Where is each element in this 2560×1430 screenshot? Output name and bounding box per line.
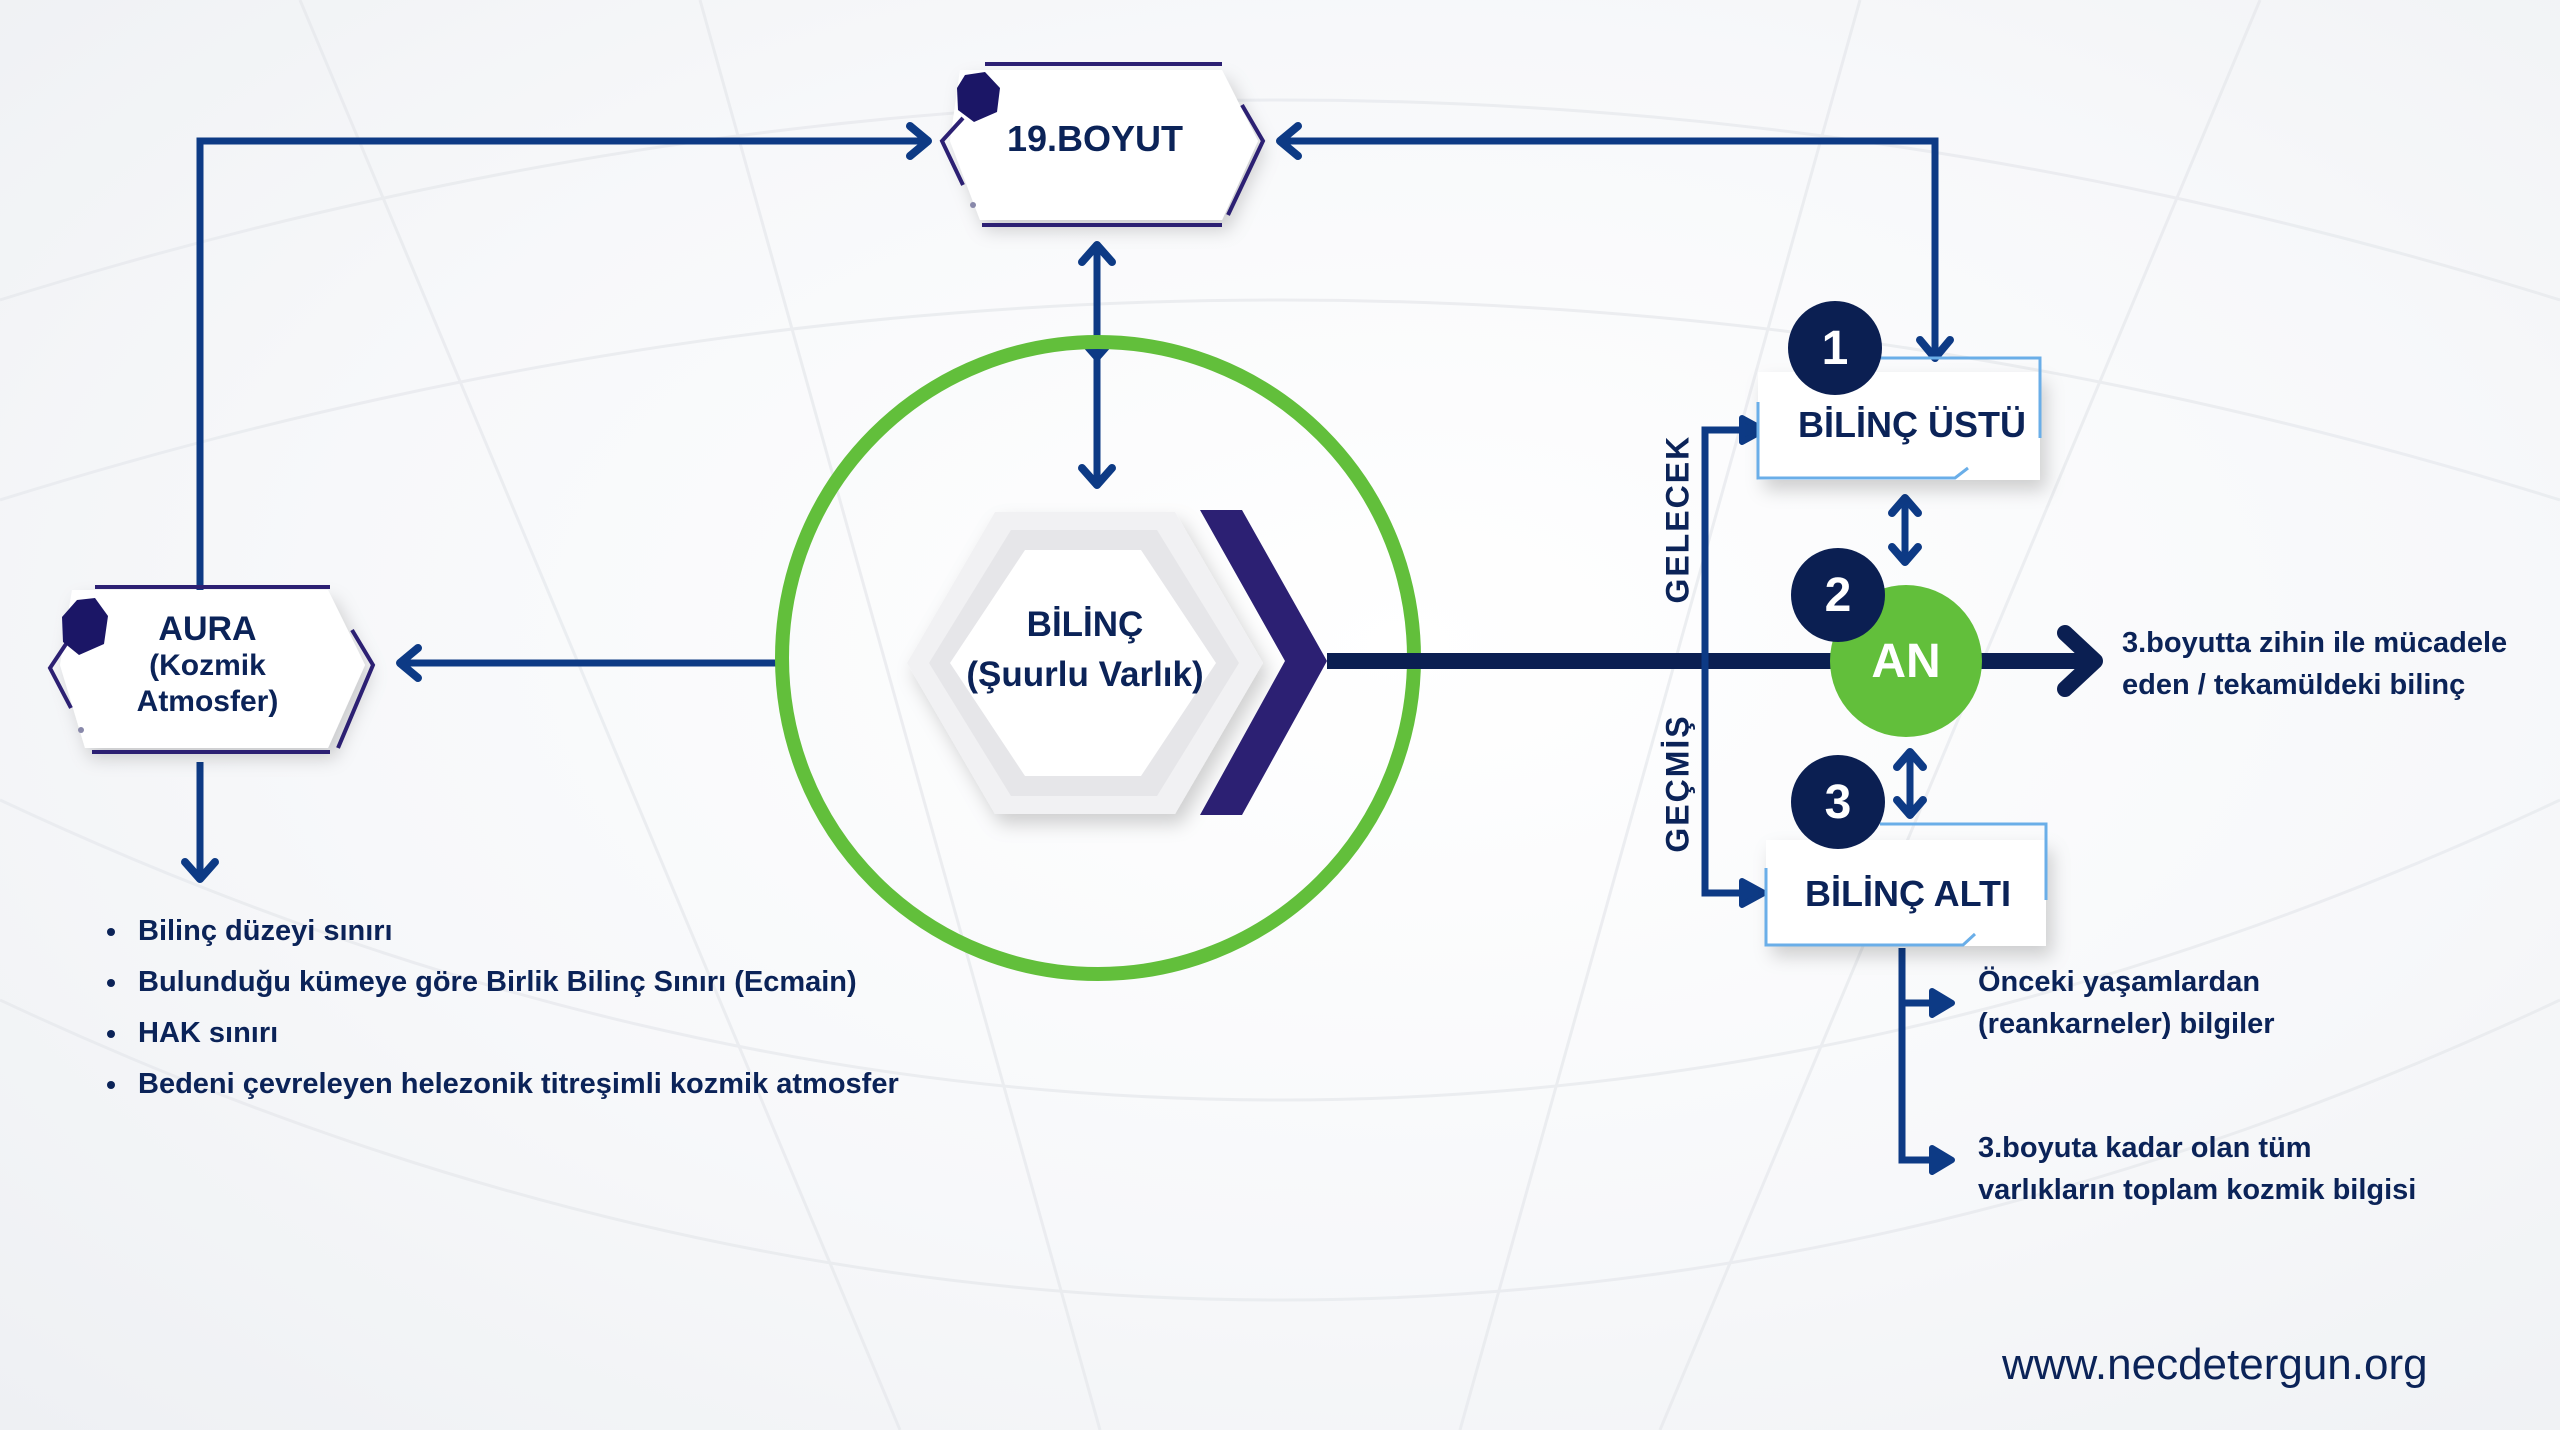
ustu-to-boyut-connector <box>1282 137 1939 358</box>
arrowhead-right-icon <box>1929 988 1955 1018</box>
website-link[interactable]: www.necdetergun.org <box>2002 1340 2428 1389</box>
bilinc-title: BİLİNÇ <box>1026 605 1144 644</box>
future-branch <box>1701 426 1758 897</box>
an-note-line2: eden / tekamüldeki bilinç <box>2122 669 2466 701</box>
arrowhead-right-icon <box>1739 415 1767 445</box>
arrowhead-down-icon <box>1078 464 1116 489</box>
dot-icon <box>970 202 976 208</box>
note-line: varlıkların toplam kozmik bilgisi <box>1978 1174 2417 1206</box>
arrowhead-up-icon <box>1893 748 1927 771</box>
aura-title: AURA <box>158 610 257 648</box>
number-badge-3: 3 <box>1791 755 1885 849</box>
bilinc-ustu-node[interactable]: BİLİNÇ ÜSTÜ <box>1798 404 2038 446</box>
bilinc-ustu-label: BİLİNÇ ÜSTÜ <box>1798 404 2026 445</box>
subconscious-note-2: 3.boyuta kadar olan tüm varlıkların topl… <box>1978 1127 2416 1211</box>
ustu-box-frame <box>1756 356 2042 480</box>
aura-bullet-list: Bilinç düzeyi sınırı Bulunduğu kümeye gö… <box>95 915 899 1119</box>
past-label: GEÇMİŞ <box>1659 714 1696 853</box>
aura-box-frame <box>47 585 376 754</box>
boyut19-label: 19.BOYUT <box>1006 118 1184 159</box>
aura-node[interactable]: AURA (Kozmik Atmosfer) <box>100 610 315 720</box>
arrowhead-down-icon <box>181 858 219 883</box>
arrowhead-left-icon <box>1276 122 1302 160</box>
an-label: AN <box>1871 634 1941 688</box>
list-item: Bulunduğu kümeye göre Birlik Bilinç Sını… <box>130 966 899 999</box>
note-line: (reankarneler) bilgiler <box>1978 1008 2275 1040</box>
list-item: HAK sınırı <box>130 1017 899 1050</box>
note-line: Önceki yaşamlardan <box>1978 966 2261 998</box>
arrowhead-down-icon <box>1888 543 1922 566</box>
number-badge-1: 1 <box>1788 301 1882 395</box>
bilinc-hexagon <box>907 512 1263 814</box>
future-label: GELECEK <box>1659 434 1696 604</box>
bilinc-subtitle: (Şuurlu Varlık) <box>966 655 1204 694</box>
arrowhead-right-icon <box>906 122 932 160</box>
arrowhead-right-icon <box>1739 878 1767 908</box>
bilinc-alti-node[interactable]: BİLİNÇ ALTI <box>1805 873 2045 915</box>
aura-subtitle-line2: Atmosfer) <box>136 685 279 718</box>
an-note: 3.boyutta zihin ile mücadele eden / teka… <box>2122 622 2507 706</box>
list-item: Bilinç düzeyi sınırı <box>130 915 899 948</box>
an-note-line1: 3.boyutta zihin ile mücadele <box>2122 627 2508 659</box>
arrowhead-up-icon <box>1078 241 1116 266</box>
bilinc-node[interactable]: BİLİNÇ (Şuurlu Varlık) <box>940 600 1230 700</box>
bilinc-alti-label: BİLİNÇ ALTI <box>1805 873 2011 914</box>
list-item: Bedeni çevreleyen helezonik titreşimli k… <box>130 1068 899 1101</box>
an-node[interactable]: AN <box>1830 585 1982 737</box>
boyut19-box-frame <box>939 62 1266 227</box>
arrowhead-right-icon <box>2057 625 2103 697</box>
alti-box-frame <box>1764 822 2048 947</box>
dot-icon <box>78 727 84 733</box>
subconscious-branch <box>1898 948 1940 1164</box>
boyut19-node[interactable]: 19.BOYUT <box>960 118 1230 160</box>
aura-subtitle-line1: (Kozmik <box>149 649 266 682</box>
arrowhead-up-icon <box>1888 494 1922 517</box>
arrowhead-left-icon <box>396 644 422 682</box>
number-badge-2: 2 <box>1791 548 1885 642</box>
aura-to-boyut-connector <box>196 137 925 592</box>
subconscious-note-1: Önceki yaşamlardan (reankarneler) bilgil… <box>1978 961 2275 1045</box>
arrowhead-down-icon <box>1893 796 1927 819</box>
note-line: 3.boyuta kadar olan tüm <box>1978 1132 2312 1164</box>
hexagon-badge-icon <box>957 72 1000 122</box>
chevron-icon <box>1200 510 1327 815</box>
hexagon-badge-icon <box>62 598 108 655</box>
arrowhead-right-icon <box>1929 1145 1955 1175</box>
